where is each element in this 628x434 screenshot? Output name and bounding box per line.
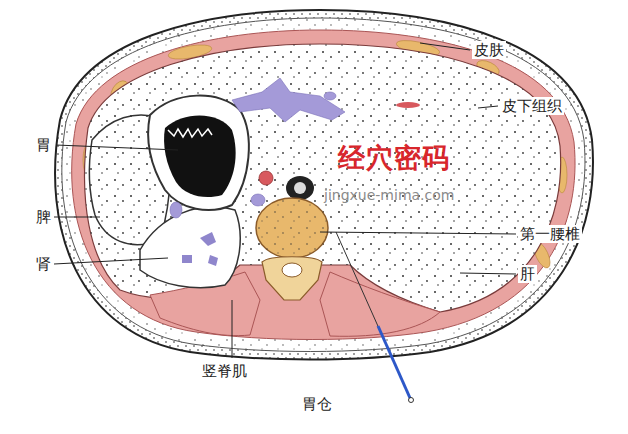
anatomy-label: 皮肤	[472, 41, 506, 59]
watermark: jingxue-mima.com	[322, 187, 456, 204]
anatomy-label: 脾	[34, 208, 53, 226]
anatomy-label: 胃	[34, 136, 53, 154]
anatomy-label: 皮下组织	[500, 97, 564, 115]
watermark: 经穴密码	[336, 142, 452, 174]
anatomy-label: 肝	[518, 265, 537, 283]
anatomy-label: 竖脊肌	[200, 362, 249, 380]
anatomy-label: 肾	[34, 255, 53, 273]
anatomy-label: 第一腰椎	[518, 225, 582, 243]
acupoint-label: 胃仓	[300, 395, 334, 413]
